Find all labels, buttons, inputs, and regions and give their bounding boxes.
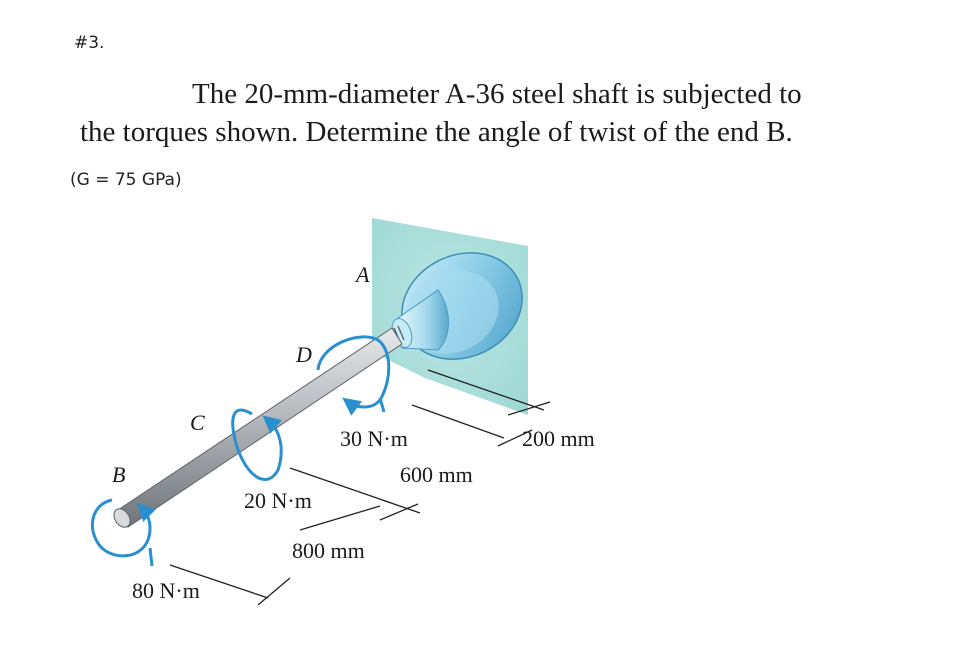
shaft-end-b xyxy=(113,508,131,528)
given-shear-modulus: (G = 75 GPa) xyxy=(70,170,182,190)
torque-arrow-b xyxy=(90,498,156,558)
torque-label-c: 20 N·m xyxy=(244,488,312,513)
point-label-d: D xyxy=(295,342,312,367)
point-label-b: B xyxy=(112,462,125,487)
point-label-a: A xyxy=(354,262,370,287)
length-label-bc: 800 mm xyxy=(292,538,365,563)
problem-statement: The 20-mm-diameter A-36 steel shaft is s… xyxy=(80,75,900,151)
statement-line-1: The 20-mm-diameter A-36 steel shaft is s… xyxy=(192,78,802,110)
problem-number: #3. xyxy=(74,33,105,53)
torque-arrow-b-tail xyxy=(148,547,154,567)
torque-label-b: 80 N·m xyxy=(132,578,200,603)
dimension-lines xyxy=(169,369,551,606)
point-label-c: C xyxy=(190,410,205,435)
torque-arrow-d-tip xyxy=(378,397,386,413)
statement-line-2: the torques shown. Determine the angle o… xyxy=(80,116,793,148)
torque-arrow-d xyxy=(316,335,391,416)
length-label-da: 200 mm xyxy=(522,426,595,451)
length-label-cd: 600 mm xyxy=(400,462,473,487)
torque-arrow-c xyxy=(231,408,283,481)
torque-label-d: 30 N·m xyxy=(340,426,408,451)
